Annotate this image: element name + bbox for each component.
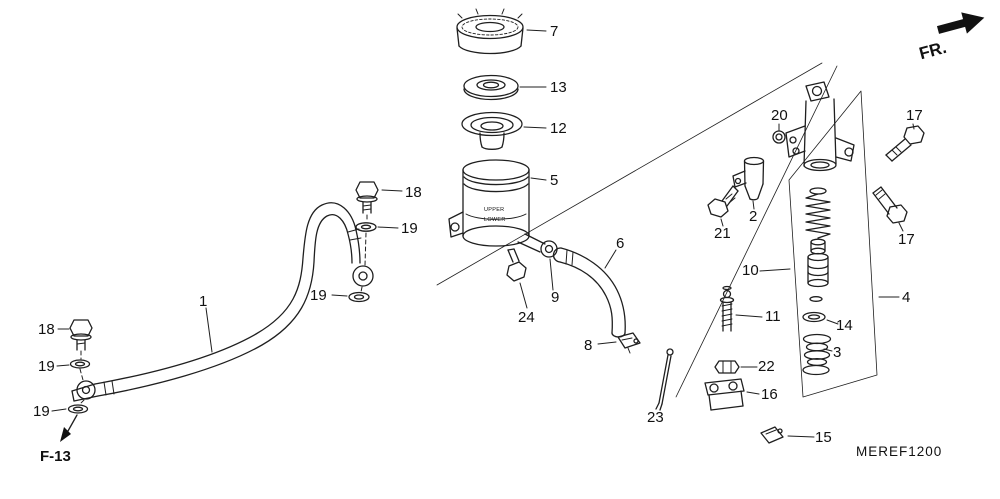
assembly-axis-top: [360, 214, 368, 293]
callout-7: 7: [550, 23, 558, 40]
callout-20: 20: [771, 107, 788, 124]
assembly-axis-left: [79, 350, 85, 405]
reservoir-body: [448, 159, 546, 253]
callout-24: 24: [518, 309, 535, 326]
banjo-bolt-top: [355, 181, 379, 214]
banjo-bolt-left: [69, 319, 93, 351]
o-ring: [772, 130, 786, 144]
callout-19-d: 19: [33, 403, 50, 420]
reservoir-mount-tab: [448, 211, 464, 238]
callout-21: 21: [714, 225, 731, 242]
callout-10: 10: [742, 262, 759, 279]
callout-19-a: 19: [401, 220, 418, 237]
clevis-pin-clip: [760, 426, 784, 444]
callout-13: 13: [550, 79, 567, 96]
callout-9: 9: [551, 289, 559, 306]
fr-direction-arrow: [936, 12, 985, 34]
snap-ring: [802, 311, 826, 323]
oil-joint: [732, 156, 765, 201]
reservoir-cap: [456, 8, 524, 55]
elbow-hose: [552, 247, 626, 338]
callout-11: 11: [765, 308, 781, 325]
page-ref-label: F-13: [40, 448, 71, 465]
reservoir-upper-mark: UPPER: [484, 207, 504, 213]
brake-hose: [71, 202, 374, 402]
diaphragm: [461, 111, 523, 150]
callout-23: 23: [647, 409, 664, 426]
reservoir-joint: [540, 240, 558, 258]
hose-banjo-eye: [352, 265, 374, 287]
callout-5: 5: [550, 172, 558, 189]
hose-banjo-eye-left: [76, 380, 96, 400]
joint-flange-bolt: [707, 185, 739, 218]
lock-nut: [714, 360, 740, 374]
callout-15: 15: [815, 429, 832, 446]
boot: [802, 333, 832, 376]
callout-2: 2: [749, 208, 757, 225]
diagram-code: MEREF1200: [856, 444, 942, 459]
fr-label: FR.: [917, 38, 948, 63]
callout-8: 8: [584, 337, 592, 354]
flange-bolt-upper: [885, 125, 925, 162]
f13-arrow: [60, 414, 78, 442]
callout-14: 14: [836, 317, 853, 334]
flange-bolt-lower: [872, 186, 908, 224]
callout-18-b: 18: [38, 321, 55, 338]
callout-4: 4: [902, 289, 910, 306]
cap-plate: [463, 74, 519, 101]
diagram-line-art: [51, 8, 985, 444]
callout-1: 1: [199, 293, 207, 310]
callout-17-a: 17: [906, 107, 923, 124]
callout-6: 6: [616, 235, 624, 252]
sealing-washer-left-2: [67, 404, 89, 414]
section-lines: [436, 62, 878, 398]
callout-19-c: 19: [38, 358, 55, 375]
master-cylinder-body: [785, 81, 855, 172]
internals-boundary-box: [788, 90, 878, 398]
push-rod: [719, 285, 735, 332]
hose-clamp: [617, 332, 641, 354]
cotter-pin: [655, 348, 674, 411]
rod-clevis: [704, 378, 745, 411]
callout-leader-lines: [51, 29, 915, 438]
sealing-washer-top: [355, 222, 377, 232]
callout-16: 16: [761, 386, 778, 403]
sealing-washer-mid: [348, 291, 370, 303]
joint-bolt: [506, 248, 527, 282]
diagram-labels: 7 13 12 5 18 19 19 9 24 6 8 1 18 19 19 2…: [33, 23, 949, 465]
callout-17-b: 17: [898, 231, 915, 248]
reservoir-lower-mark: LOWER: [484, 217, 506, 223]
callout-18-a: 18: [405, 184, 422, 201]
callout-12: 12: [550, 120, 567, 137]
callout-19-b: 19: [310, 287, 327, 304]
callout-22: 22: [758, 358, 775, 375]
piston-spring-set: [805, 187, 831, 302]
sealing-washer-left-1: [69, 359, 91, 369]
callout-3: 3: [833, 344, 841, 361]
